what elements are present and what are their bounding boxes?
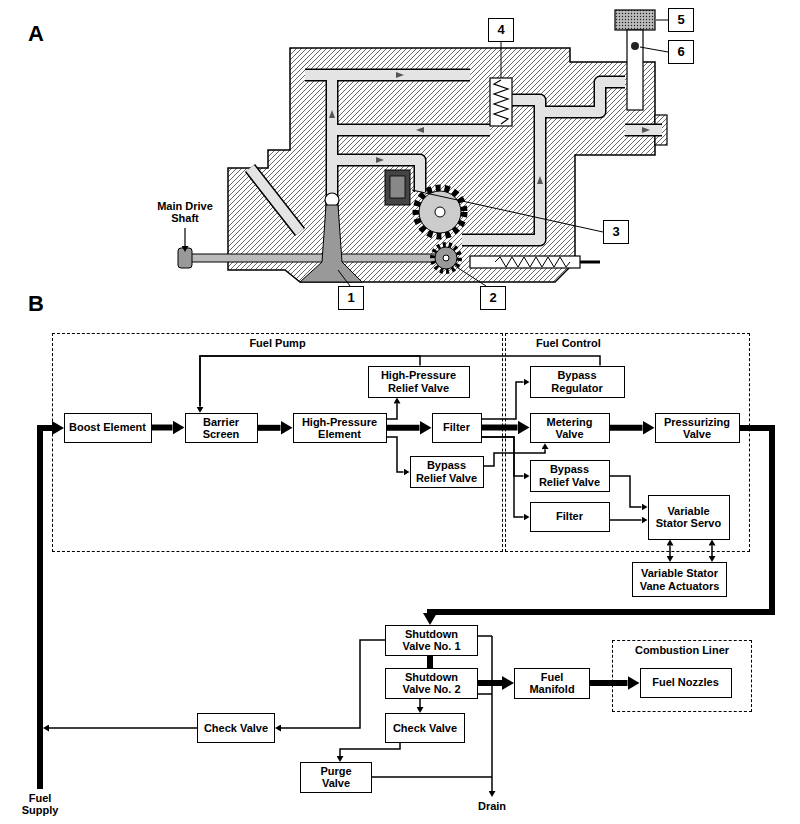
flow-line xyxy=(711,546,713,557)
box-label: Purge Valve xyxy=(305,765,367,790)
process-box: Boost Element xyxy=(64,413,152,443)
flow-line xyxy=(152,425,173,431)
process-box: High-Pressure Relief Valve xyxy=(368,366,470,398)
box-label: Metering Valve xyxy=(535,416,605,441)
box-label: Bypass Relief Valve xyxy=(535,463,605,488)
process-box: Bypass Relief Valve xyxy=(410,456,484,488)
fuel-passage-wall xyxy=(250,75,662,240)
flow-line xyxy=(610,476,642,507)
box-label: Filter xyxy=(443,421,470,433)
static-lines xyxy=(40,228,492,791)
process-box: High-Pressure Element xyxy=(293,413,387,444)
box-label: Check Valve xyxy=(204,722,268,734)
flow-line xyxy=(340,743,400,756)
callout-number: 3 xyxy=(603,220,629,244)
drive-shaft xyxy=(180,254,445,262)
process-box: Fuel Manifold xyxy=(514,668,590,699)
box-label: Shutdown Valve No. 1 xyxy=(390,628,473,653)
box-label: Barrier Screen xyxy=(190,416,253,441)
group-heading: Combustion Liner xyxy=(613,641,751,656)
group-heading: Fuel Control xyxy=(506,334,749,349)
process-box: Bypass Relief Valve xyxy=(530,460,610,492)
process-box: Bypass Regulator xyxy=(530,366,625,398)
process-box: Barrier Screen xyxy=(185,413,258,444)
box-label: Filter xyxy=(556,510,583,522)
group-heading: Fuel Pump xyxy=(53,334,502,349)
group-region: Combustion LinerFuel Nozzles xyxy=(612,640,752,712)
flow-line xyxy=(387,404,398,420)
pump-housing xyxy=(228,48,655,282)
box-label: Check Valve xyxy=(393,722,457,734)
fuel-supply-line xyxy=(40,428,52,789)
box-label: Boost Element xyxy=(69,421,146,433)
shaft-end xyxy=(178,248,192,268)
process-box: Purge Valve xyxy=(300,762,372,793)
process-box: Pressurizing Valve xyxy=(655,413,740,444)
flow-line xyxy=(610,519,642,521)
callout-number: 5 xyxy=(668,8,694,32)
return-line xyxy=(49,727,197,729)
boost-impeller xyxy=(300,205,362,282)
process-box: Fuel Nozzles xyxy=(640,668,732,698)
flow-line xyxy=(419,699,421,707)
process-box: Check Valve xyxy=(385,713,465,743)
callout-number: 1 xyxy=(338,286,364,310)
box-label: Pressurizing Valve xyxy=(660,416,735,441)
process-box: Filter xyxy=(432,413,482,443)
box-label: Fuel Nozzles xyxy=(652,676,719,688)
drive-shaft-pointer xyxy=(184,228,185,246)
box-label: Shutdown Valve No. 2 xyxy=(390,671,473,696)
process-box: Shutdown Valve No. 1 xyxy=(385,625,478,656)
box-label: High-Pressure Relief Valve xyxy=(373,369,465,394)
flow-label: Drain xyxy=(470,800,514,812)
box-label: Variable Stator Vane Actuators xyxy=(637,567,722,592)
process-box: Shutdown Valve No. 2 xyxy=(385,668,478,699)
flow-arrows xyxy=(329,72,650,184)
relief-valve-spring xyxy=(490,78,512,126)
callout-number: 4 xyxy=(488,18,514,42)
filter-cap xyxy=(615,10,655,110)
box-label: Bypass Relief Valve xyxy=(415,459,479,484)
process-box: Filter xyxy=(530,502,610,532)
flow-line xyxy=(427,656,433,668)
leader-lines xyxy=(338,20,668,286)
panel-letter: A xyxy=(28,22,44,47)
flow-line xyxy=(387,437,404,472)
process-box: Check Valve xyxy=(197,713,275,743)
process-box: Variable Stator Vane Actuators xyxy=(632,562,727,597)
valve-3 xyxy=(385,170,410,205)
drain-line xyxy=(491,636,493,791)
group-region: Fuel ControlBypass RegulatorMetering Val… xyxy=(505,333,750,552)
pressure-relief-spring xyxy=(470,256,600,268)
process-box: Variable Stator Servo xyxy=(648,495,730,540)
flow-line xyxy=(669,546,671,557)
drain-line xyxy=(372,636,492,777)
flow-line xyxy=(478,680,502,686)
fuel-passage xyxy=(250,75,662,240)
flow-line xyxy=(610,425,643,431)
flow-line xyxy=(387,425,420,431)
flow-line xyxy=(590,680,628,686)
gear-pump xyxy=(416,188,464,272)
flow-label: Fuel Supply xyxy=(14,792,66,817)
flow-line xyxy=(258,425,281,431)
box-label: Fuel Manifold xyxy=(519,671,585,696)
group-region: Fuel PumpHigh-Pressure Relief ValveBoost… xyxy=(52,333,503,552)
callout-number: 2 xyxy=(480,286,506,310)
box-label: Variable Stator Servo xyxy=(653,505,725,530)
panel-letter: B xyxy=(28,292,44,317)
callout-number: 6 xyxy=(668,40,694,64)
part-label: Main Drive Shaft xyxy=(148,200,222,225)
flow-line xyxy=(482,425,518,431)
box-label: High-Pressure Element xyxy=(298,416,382,441)
box-label: Bypass Regulator xyxy=(535,369,620,394)
process-box: Metering Valve xyxy=(530,413,610,444)
flow-line xyxy=(281,640,385,728)
